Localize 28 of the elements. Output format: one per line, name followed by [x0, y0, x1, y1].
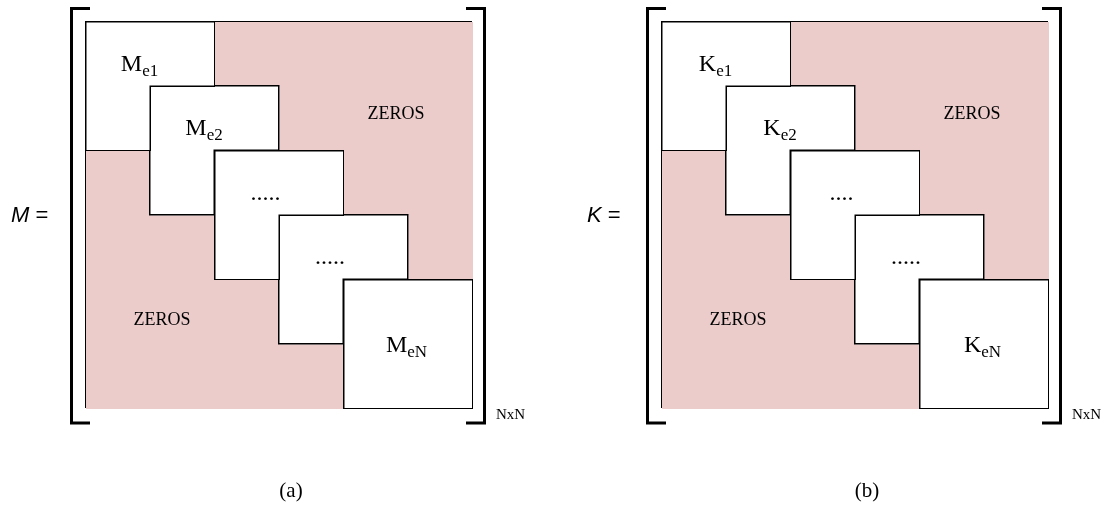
matrix-block [149, 85, 280, 216]
block-label: ..... [891, 244, 921, 268]
matrix-size-label: NxN [496, 407, 526, 422]
region-label: ZEROS [367, 104, 425, 122]
matrix-symbol: M = [11, 204, 49, 226]
zero-region [662, 151, 920, 409]
block-label: M$_{eN}$ [385, 331, 428, 360]
block-label: K$_{e1}$ [698, 50, 733, 79]
matrix-size-label: NxN [1072, 407, 1102, 422]
block-label: K$_{e2}$ [763, 115, 797, 143]
subfigure-label: (a) [279, 480, 303, 501]
block-label: M$_{e1}$ [120, 50, 159, 79]
block-label: M$_{e2}$ [185, 115, 223, 143]
block-label: ..... [315, 244, 345, 268]
matrix-block [918, 278, 1049, 409]
block-label: ..... [250, 179, 281, 204]
region-label: ZEROS [709, 310, 767, 328]
subfigure-label: (b) [854, 480, 880, 501]
matrix-block [789, 149, 920, 280]
region-label: ZEROS [133, 310, 191, 328]
block-label: K$_{eN}$ [963, 331, 1002, 360]
block-label: .... [829, 179, 854, 204]
matrix-block [725, 85, 856, 216]
matrix-block [342, 278, 473, 409]
zero-region [86, 151, 344, 409]
region-label: ZEROS [943, 104, 1001, 122]
matrix-symbol: K = [587, 204, 621, 226]
matrix-block [213, 149, 344, 280]
